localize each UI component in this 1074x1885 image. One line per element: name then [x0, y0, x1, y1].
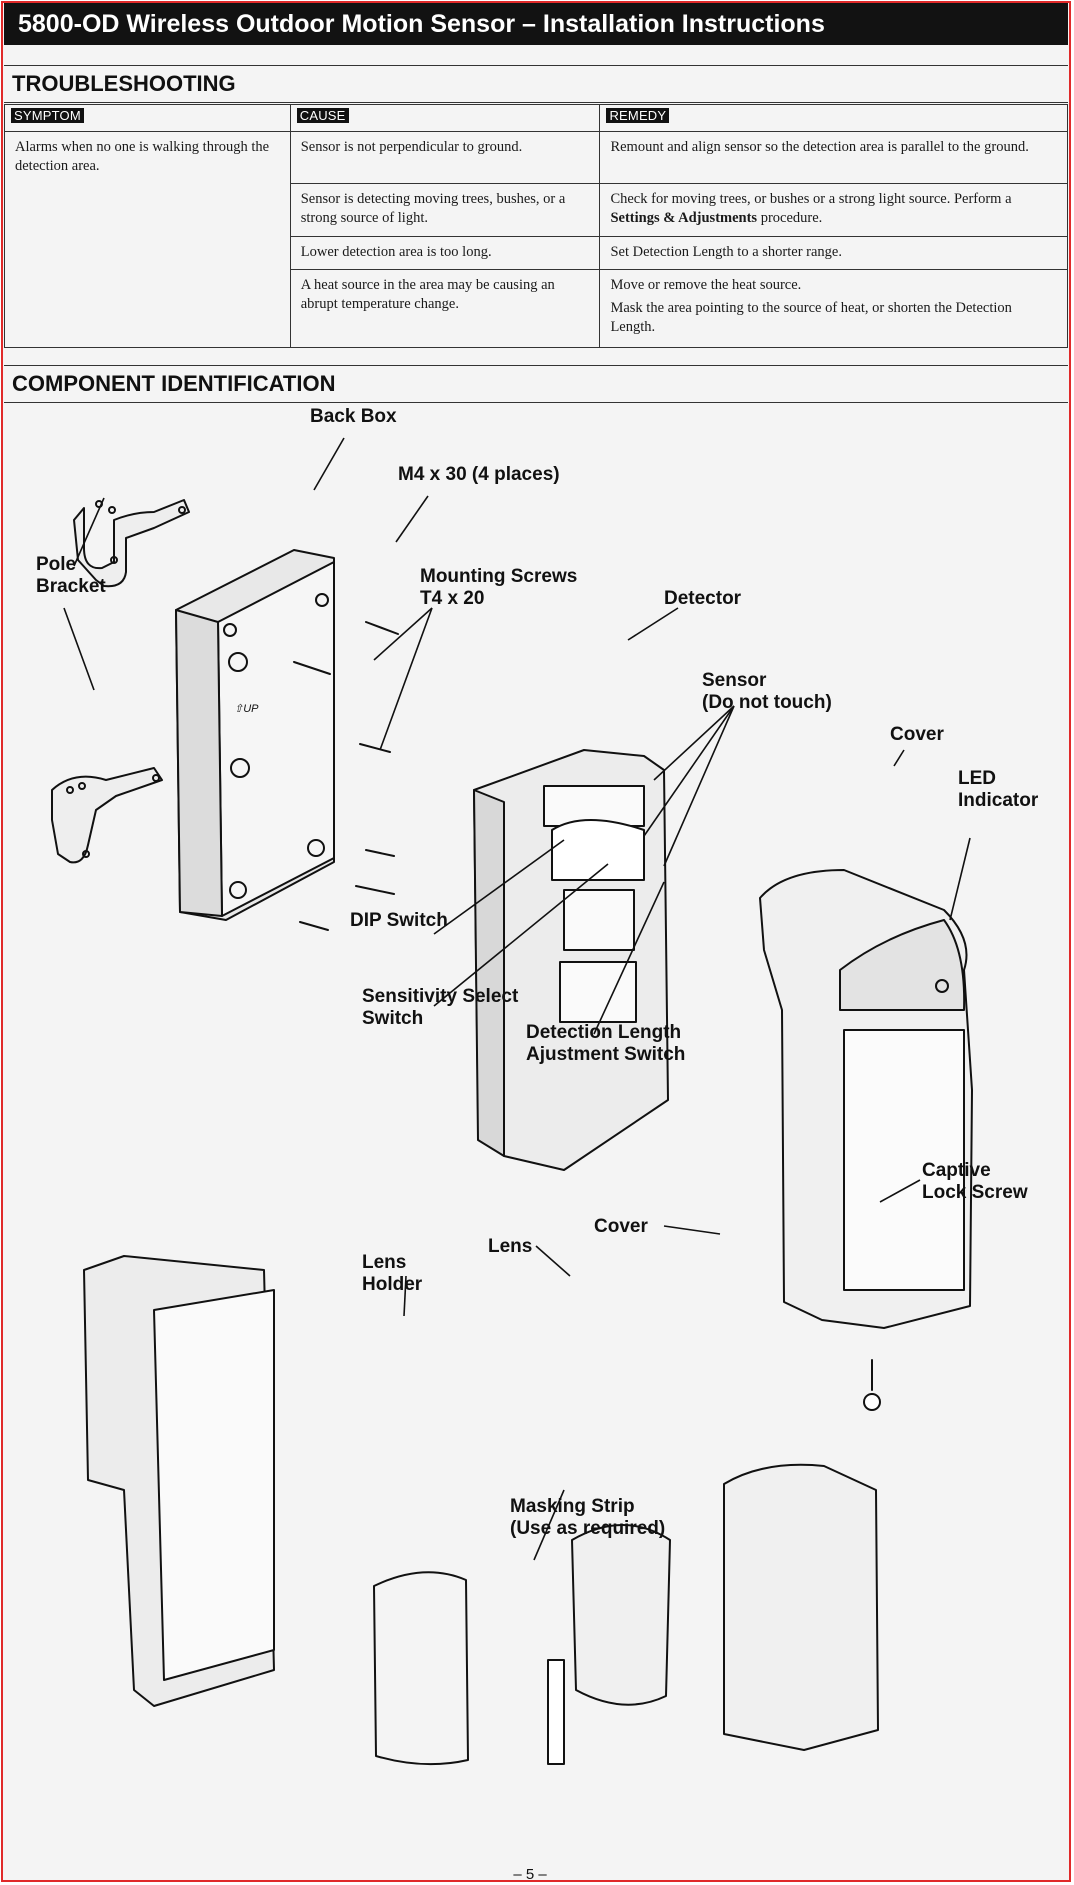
detector [473, 749, 669, 1171]
lens-holder [373, 1571, 469, 1766]
back-box-lower [83, 1255, 275, 1707]
table-row: Lower detection area is too long. Set De… [5, 236, 1068, 271]
masking-strip [547, 1659, 565, 1765]
label-lens: Lens [488, 1236, 532, 1257]
up-mark: ⇧UP [234, 703, 259, 715]
component-labels: Back Box M4 x 30 (4 places) Pole Bracket… [36, 406, 1039, 1539]
label-pole-bracket: Bracket [36, 576, 106, 597]
lens [571, 1524, 671, 1706]
label-lens-holder: Lens [362, 1252, 406, 1273]
label-cover: Cover [890, 724, 944, 745]
label-sensitivity-select-switch: Sensitivity Select [362, 986, 519, 1007]
label-sensitivity-select-switch: Switch [362, 1008, 423, 1029]
m4-screws [293, 621, 399, 931]
label-m4-screws: M4 x 30 (4 places) [398, 464, 560, 485]
label-mounting-screws: Mounting Screws [420, 566, 577, 587]
symptom-cell: Alarms when no one is walking through th… [4, 131, 291, 348]
table-row: Alarms when no one is walking through th… [4, 130, 1068, 348]
back-box: ⇧UP [175, 549, 335, 921]
label-sensor: (Do not touch) [702, 692, 832, 713]
cover-lower [723, 1463, 879, 1751]
label-sensor: Sensor [702, 670, 767, 691]
remedy-cell: Check for moving trees, or bushes or a s… [599, 183, 1068, 238]
remedy-cell: Move or remove the heat source.Mask the … [599, 269, 1068, 348]
component-diagram: ⇧UP [36, 406, 1039, 1766]
page-title: 5800-OD Wireless Outdoor Motion Sensor –… [4, 3, 1068, 45]
remedy-cell: Remount and align sensor so the detectio… [599, 130, 1068, 185]
cause-cell: Sensor is detecting moving trees, bushes… [289, 183, 601, 238]
label-detection-length-switch: Ajustment Switch [526, 1044, 685, 1065]
label-detector: Detector [664, 588, 742, 609]
page-number: – 5 – [513, 1866, 547, 1883]
label-lens-holder: Holder [362, 1274, 423, 1295]
label-pole-bracket: Pole [36, 554, 76, 575]
table-row: A heat source in the area may be causing… [5, 269, 1068, 348]
column-header-remedy: REMEDY [599, 104, 1068, 132]
troubleshooting-table: SYMPTOM CAUSE REMEDY Alarms when no one … [4, 104, 1068, 348]
label-dip-switch: DIP Switch [350, 910, 448, 931]
label-led-indicator: LED [958, 768, 996, 789]
component-identification-heading: COMPONENT IDENTIFICATION [4, 365, 1068, 403]
troubleshooting-heading: TROUBLESHOOTING [4, 65, 1068, 103]
label-cover-lower: Cover [594, 1216, 648, 1237]
label-captive-lock-screw: Captive [922, 1160, 991, 1181]
label-back-box: Back Box [310, 406, 397, 427]
captive-screw [863, 1359, 881, 1411]
column-header-symptom: SYMPTOM [4, 104, 291, 132]
column-header-cause: CAUSE [289, 104, 601, 132]
label-led-indicator: Indicator [958, 790, 1039, 811]
table-header-row: SYMPTOM CAUSE REMEDY [4, 104, 1068, 132]
cover [759, 869, 973, 1329]
remedy-cell: Set Detection Length to a shorter range. [599, 236, 1068, 271]
leader-lines [63, 437, 971, 1561]
label-masking-strip: (Use as required) [510, 1518, 665, 1539]
table-row: Sensor is detecting moving trees, bushes… [5, 183, 1068, 238]
label-mounting-screws: T4 x 20 [420, 588, 484, 609]
pole-bracket-bottom [51, 767, 163, 864]
cause-cell: Sensor is not perpendicular to ground. [289, 130, 601, 185]
pole-bracket-top [73, 499, 190, 588]
cause-cell: A heat source in the area may be causing… [289, 269, 601, 348]
label-captive-lock-screw: Lock Screw [922, 1182, 1028, 1203]
label-detection-length-switch: Detection Length [526, 1022, 681, 1043]
label-masking-strip: Masking Strip [510, 1496, 635, 1517]
cause-cell: Lower detection area is too long. [289, 236, 601, 271]
